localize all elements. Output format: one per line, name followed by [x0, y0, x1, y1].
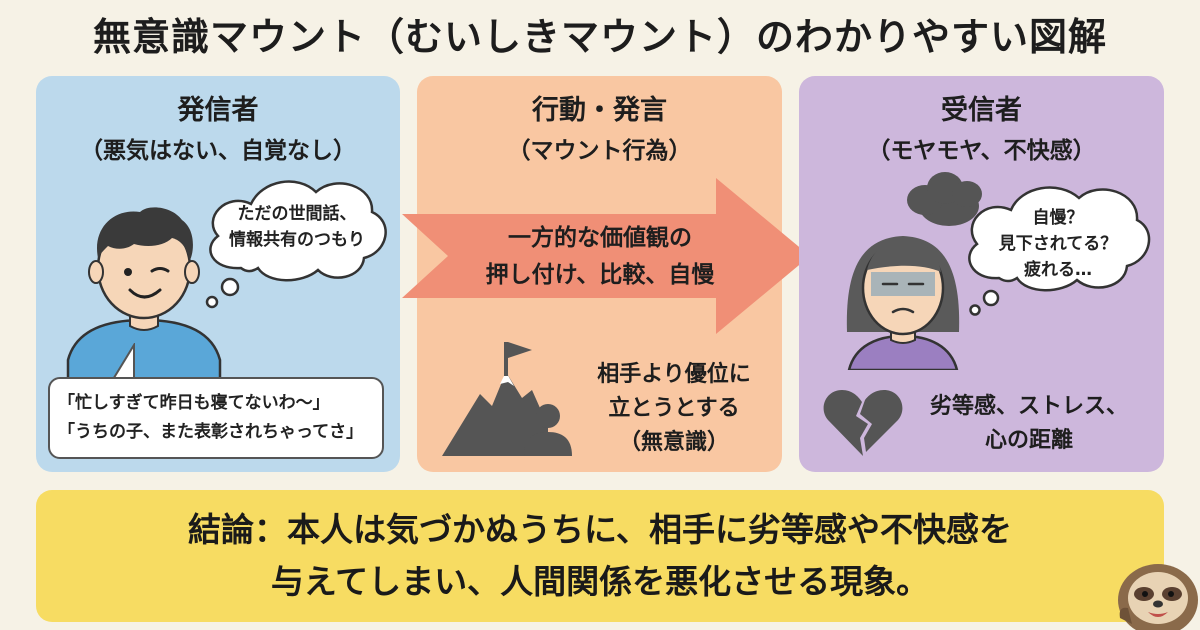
- sender-thought-line-1: ただの世間話、: [237, 204, 357, 224]
- arrow-icon: [402, 178, 810, 334]
- sender-illustration: [66, 180, 387, 400]
- mountain-flag-icon: [442, 342, 572, 456]
- arrow-line-2: 押し付け、比較、自慢: [485, 262, 715, 288]
- arrow-line-1: 一方的な価値観の: [508, 225, 692, 251]
- sender-title: 発信者: [177, 95, 259, 126]
- action-note-line-1: 相手より優位に: [597, 362, 751, 387]
- receiver-person-icon: [846, 236, 960, 370]
- action-note-line-2: 立とうとする: [608, 396, 740, 421]
- speech-line-1: 「忙しすぎて昨日も寝てないわ～」: [58, 393, 330, 413]
- person-icon: [524, 404, 572, 456]
- receiver-thought-cloud: [968, 186, 1151, 316]
- sender-thought-line-2: 情報共有のつもり: [229, 230, 365, 250]
- receiver-thought-line-2: 見下されてる？: [998, 234, 1118, 254]
- receiver-note: 劣等感、ストレス、 心の距離: [900, 390, 1158, 458]
- conclusion-line-2: 与えてしまい、人間関係を悪化させる現象。: [270, 562, 930, 601]
- speech-bubble-tail: [110, 343, 135, 381]
- receiver-title: 受信者: [941, 95, 1022, 126]
- conclusion-box: [36, 490, 1164, 622]
- receiver-thought-line-3: 疲れる…: [1024, 260, 1092, 280]
- broken-heart-icon: [823, 390, 903, 456]
- receiver-note-line-1: 劣等感、ストレス、: [929, 394, 1128, 419]
- sender-speech-bubble: 「忙しすぎて昨日も寝てないわ～」 「うちの子、また表彰されちゃってさ」: [48, 377, 384, 459]
- conclusion-text: 結論：本人は気づかぬうちに、相手に劣等感や不快感を 与えてしまい、人間関係を悪化…: [36, 504, 1164, 608]
- dark-cloud-icon: [907, 172, 982, 226]
- sender-thought-text: ただの世間話、 情報共有のつもり: [222, 201, 372, 253]
- receiver-illustration: [846, 172, 1151, 370]
- sender-subtitle: （悪気はない、自覚なし）: [80, 138, 356, 164]
- sender-thought-cloud: [205, 180, 387, 309]
- action-note: 相手より優位に 立とうとする （無意識）: [574, 358, 774, 460]
- sloth-mascot: [1118, 564, 1198, 630]
- action-title: 行動・発言: [532, 95, 667, 126]
- receiver-thought-line-1: 自慢？: [1032, 208, 1084, 228]
- conclusion-line-1: 結論：本人は気づかぬうちに、相手に劣等感や不快感を: [187, 510, 1012, 549]
- receiver-subtitle: （モヤモヤ、不快感）: [867, 138, 1096, 164]
- arrow-text: 一方的な価値観の 押し付け、比較、自慢: [440, 220, 760, 294]
- receiver-thought-text: 自慢？ 見下されてる？ 疲れる…: [973, 205, 1143, 283]
- page-title: 無意識マウント（むいしきマウント）のわかりやすい図解: [92, 15, 1107, 59]
- speech-line-2: 「うちの子、また表彰されちゃってさ」: [58, 422, 364, 442]
- receiver-note-line-2: 心の距離: [984, 428, 1073, 453]
- action-subtitle: （マウント行為）: [507, 138, 692, 164]
- action-note-line-3: （無意識）: [618, 430, 729, 455]
